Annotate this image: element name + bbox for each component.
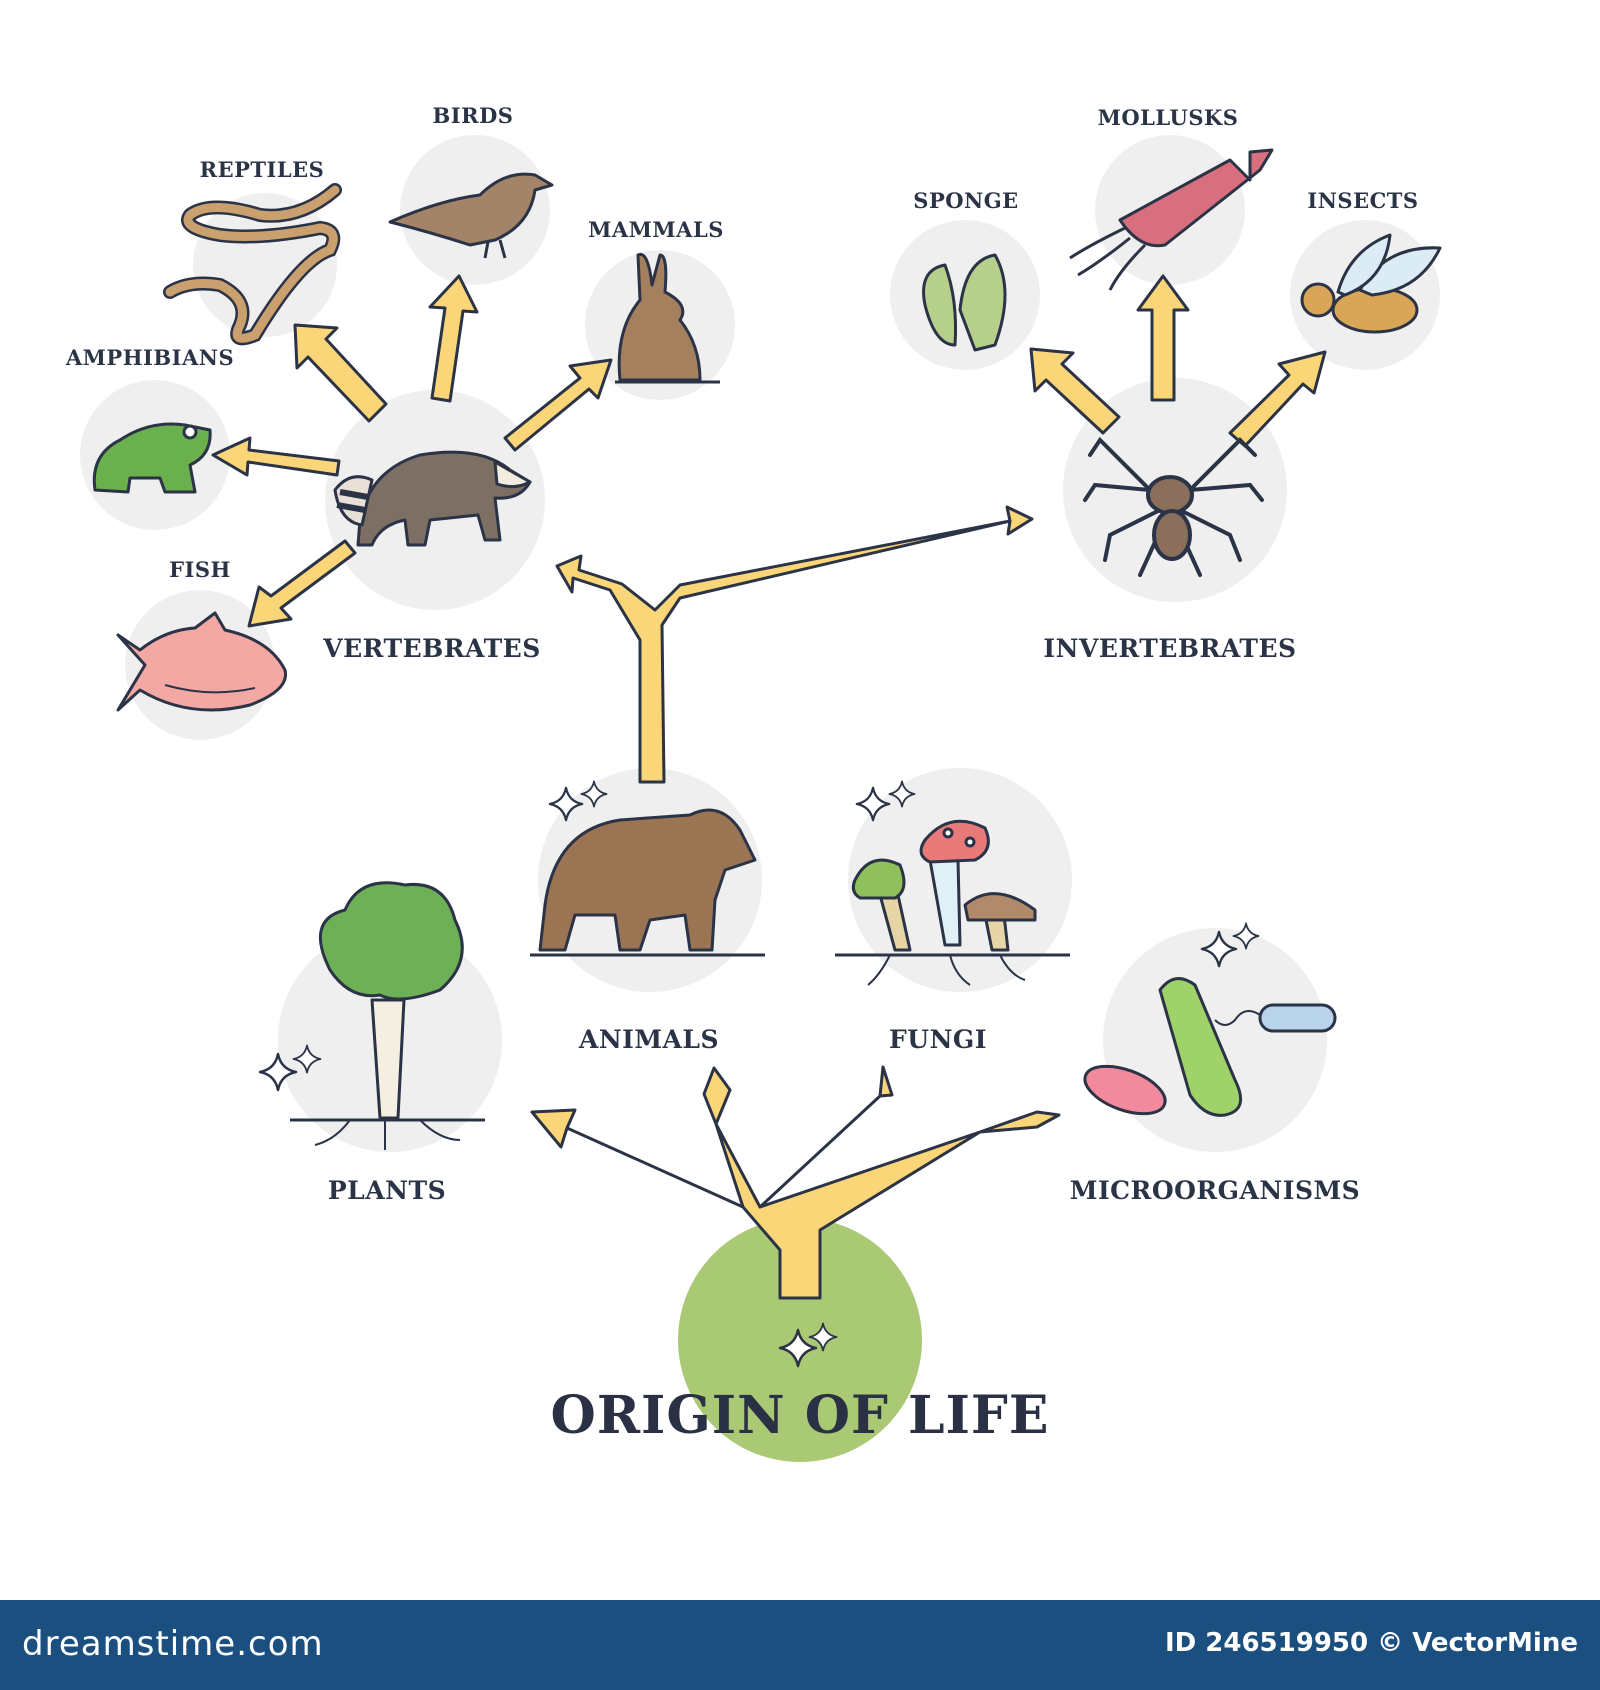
label-vertebrates: VERTEBRATES [323,634,541,663]
mushrooms-icon [835,819,1070,986]
raccoon-icon [333,450,532,547]
label-microorganisms: MICROORGANISMS [1069,1176,1361,1205]
arrow-to-birds [428,274,479,403]
rabbit-icon [615,252,720,384]
label-invertebrates: INVERTEBRATES [1043,634,1297,663]
arrows [211,274,1327,1300]
node-circles [80,135,1440,1462]
arrow-to-mollusks [1136,274,1190,402]
arrow-to-fish [247,539,357,628]
footer-brand[interactable]: dreamstime.com [22,1624,324,1664]
arrow-to-insects [1228,350,1327,448]
sponge-icon [922,253,1007,352]
label-amphibians: AMPHIBIANS [65,345,235,370]
squid-icon [1069,148,1274,291]
snake-icon [163,183,342,346]
bear-icon [530,808,765,957]
label-animals: ANIMALS [578,1025,720,1054]
frog-icon [92,422,212,494]
label-reptiles: REPTILES [199,157,325,182]
label-birds: BIRDS [432,103,514,128]
label-plants: PLANTS [327,1176,447,1205]
label-mammals: MAMMALS [588,217,724,242]
arrow-to-mammals [503,358,613,452]
tree-icon [290,881,485,1150]
arrow-to-amphibians [211,436,341,477]
bee-icon [1300,233,1442,334]
label-fungi: FUNGI [889,1025,987,1054]
label-sponge: SPONGE [913,188,1019,213]
label-mollusks: MOLLUSKS [1097,105,1239,130]
diagram-title: ORIGIN OF LIFE [550,1385,1050,1446]
label-insects: INSECTS [1307,188,1419,213]
fish-icon [116,611,288,712]
animals-branch-arrow [555,505,1034,784]
diagram-canvas: ORIGIN OF LIFE VERTEBRATES INVERTEBRATES… [65,103,1442,1462]
origin-branch-arrows [530,1065,1061,1300]
microorganisms-icon [1083,977,1337,1117]
arrow-to-reptiles [293,323,388,423]
footer-credit: ID 246519950 © VectorMine [1164,1628,1578,1658]
bird-icon [388,172,554,259]
spider-icon [1083,436,1264,577]
arrow-to-sponge [1029,347,1121,435]
label-fish: FISH [169,557,231,582]
footer-bar: dreamstime.com ID 246519950 © VectorMine [0,1600,1600,1690]
